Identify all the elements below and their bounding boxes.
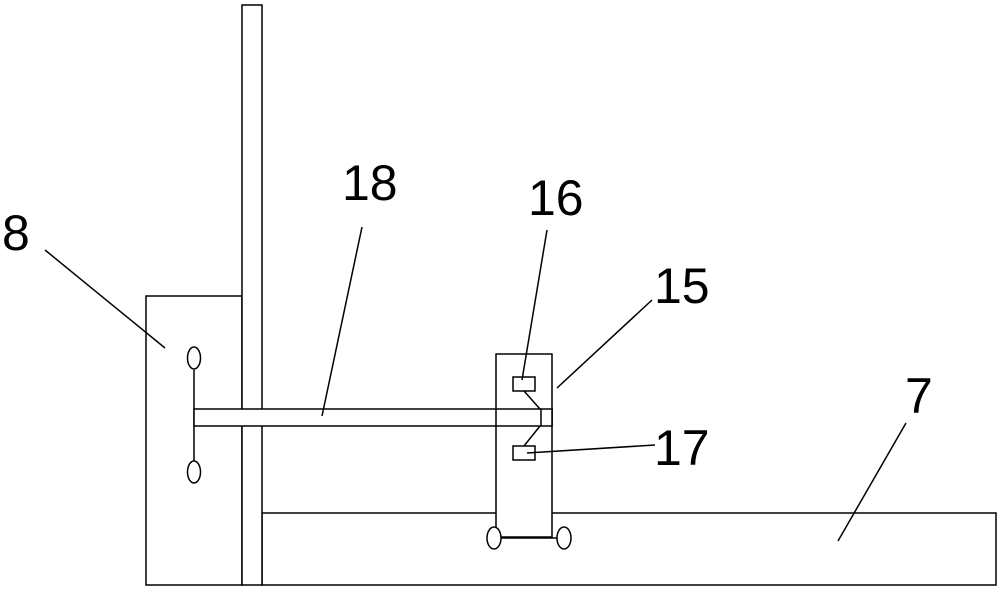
lower-hole (188, 461, 201, 483)
upper-block (513, 377, 535, 391)
right-wheel (557, 527, 571, 549)
base-plate (262, 513, 996, 585)
label-16: 16 (528, 170, 584, 226)
label-8: 8 (2, 205, 30, 261)
upper-hole (188, 347, 201, 369)
leader-15 (557, 300, 652, 388)
rod-end (541, 409, 552, 426)
vertical-post (242, 5, 262, 585)
label-17: 17 (654, 420, 710, 476)
label-18: 18 (342, 155, 398, 211)
label-7: 7 (905, 368, 933, 424)
left-wheel (487, 527, 501, 549)
label-15: 15 (654, 258, 710, 314)
leader-18 (322, 227, 362, 416)
